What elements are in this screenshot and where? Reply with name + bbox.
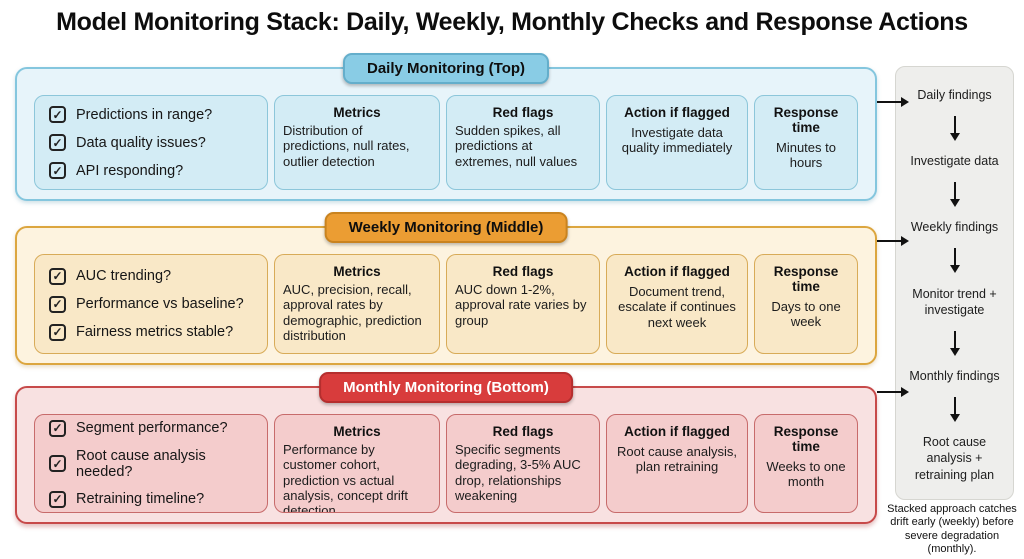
box-body: Performance by customer cohort, predicti… (283, 442, 409, 513)
checkbox-checked-icon: ✓ (49, 267, 66, 285)
daily-response-box: Response time Minutes to hours (754, 95, 858, 190)
checklist-item-label: Segment performance? (76, 420, 228, 436)
checkbox-checked-icon: ✓ (49, 490, 66, 508)
box-title: Red flags (492, 105, 554, 120)
band-weekly: Weekly Monitoring (Middle) ✓ AUC trendin… (15, 212, 877, 365)
weekly-metrics-box: Metrics AUC, precision, recall, approval… (274, 254, 440, 354)
box-title: Red flags (492, 424, 554, 439)
weekly-action-box: Action if flagged Document trend, escala… (606, 254, 748, 354)
checkbox-checked-icon: ✓ (49, 106, 66, 123)
flow-step-root-cause: Root cause analysis + retraining plan (914, 435, 995, 482)
box-body: Investigate data quality immediately (621, 125, 733, 156)
checklist-item: ✓ Retraining timeline? (49, 490, 259, 508)
monthly-action-box: Action if flagged Root cause analysis, p… (606, 414, 748, 513)
daily-checklist: ✓ Predictions in range? ✓ Data quality i… (34, 95, 268, 190)
checklist-item: ✓ AUC trending? (49, 267, 259, 285)
monthly-connector-arrow-icon (877, 387, 909, 397)
band-daily-header: Daily Monitoring (Top) (342, 53, 550, 84)
box-title: Metrics (333, 105, 381, 120)
weekly-connector-arrow-icon (877, 236, 909, 246)
checkbox-checked-icon: ✓ (49, 323, 66, 341)
weekly-redflags-box: Red flags AUC down 1-2%, approval rate v… (446, 254, 600, 354)
down-arrow-icon (949, 330, 960, 356)
box-title: Response time (773, 105, 839, 135)
band-daily: Daily Monitoring (Top) ✓ Predictions in … (15, 53, 877, 201)
checklist-item-label: Predictions in range? (76, 106, 213, 123)
checklist-item: ✓ Predictions in range? (49, 106, 259, 123)
down-arrow-icon (949, 115, 960, 141)
checklist-item: ✓ Performance vs baseline? (49, 295, 259, 313)
daily-redflags-box: Red flags Sudden spikes, all predictions… (446, 95, 600, 190)
checkbox-checked-icon: ✓ (49, 455, 66, 472)
box-title: Red flags (492, 264, 554, 279)
box-body: Distribution of predictions, null rates,… (283, 123, 410, 169)
monthly-metrics-box: Metrics Performance by customer cohort, … (274, 414, 440, 513)
weekly-checklist: ✓ AUC trending? ✓ Performance vs baselin… (34, 254, 268, 354)
daily-connector-arrow-icon (877, 97, 909, 107)
checklist-item-label: API responding? (76, 162, 184, 179)
box-title: Action if flagged (624, 264, 730, 279)
daily-action-box: Action if flagged Investigate data quali… (606, 95, 748, 190)
monthly-response-box: Response time Weeks to one month (754, 414, 858, 513)
box-body: Minutes to hours (776, 140, 836, 171)
box-title: Response time (773, 264, 839, 294)
band-monthly: Monthly Monitoring (Bottom) ✓ Segment pe… (15, 372, 877, 524)
band-weekly-header: Weekly Monitoring (Middle) (324, 212, 568, 243)
checklist-item: ✓ Data quality issues? (49, 134, 259, 151)
checklist-item-label: Fairness metrics stable? (76, 324, 234, 340)
monthly-checklist: ✓ Segment performance? ✓ Root cause anal… (34, 414, 268, 513)
checklist-item-label: Retraining timeline? (76, 491, 205, 507)
box-body: AUC down 1-2%, approval rate varies by g… (455, 282, 587, 328)
box-title: Action if flagged (624, 105, 730, 120)
down-arrow-icon (949, 248, 960, 274)
checklist-item-label: Data quality issues? (76, 134, 206, 151)
weekly-response-box: Response time Days to one week (754, 254, 858, 354)
checklist-item: ✓ API responding? (49, 162, 259, 179)
band-monthly-row: ✓ Segment performance? ✓ Root cause anal… (34, 414, 858, 513)
flow-step-investigate-data: Investigate data (910, 154, 999, 169)
box-title: Metrics (333, 264, 381, 279)
box-title: Action if flagged (624, 424, 730, 439)
checkbox-checked-icon: ✓ (49, 162, 66, 179)
down-arrow-icon (949, 181, 960, 207)
flow-caption: Stacked approach catches drift early (we… (887, 503, 1017, 556)
box-body: AUC, precision, recall, approval rates b… (283, 282, 422, 343)
band-weekly-row: ✓ AUC trending? ✓ Performance vs baselin… (34, 254, 858, 354)
down-arrow-icon (949, 396, 960, 422)
flow-step-weekly-findings: Weekly findings (910, 220, 999, 235)
checklist-item: ✓ Root cause analysis needed? (49, 448, 259, 480)
box-body: Root cause analysis, plan retraining (617, 444, 737, 475)
checklist-item: ✓ Fairness metrics stable? (49, 323, 259, 341)
box-body: Days to one week (771, 299, 841, 330)
box-body: Document trend, escalate if continues ne… (618, 284, 736, 330)
flow-step-monitor-trend: Monitor trend + investigate (912, 286, 997, 317)
box-body: Sudden spikes, all predictions at extrem… (455, 123, 578, 169)
box-title: Metrics (333, 424, 381, 439)
flow-step-daily-findings: Daily findings (917, 88, 992, 102)
daily-metrics-box: Metrics Distribution of predictions, nul… (274, 95, 440, 190)
response-flow-panel: Daily findings Investigate data Weekly f… (895, 66, 1014, 500)
box-body: Weeks to one month (766, 459, 846, 490)
monthly-redflags-box: Red flags Specific segments degrading, 3… (446, 414, 600, 513)
checkbox-checked-icon: ✓ (49, 134, 66, 151)
checkbox-checked-icon: ✓ (49, 419, 66, 437)
box-title: Response time (773, 424, 839, 454)
checklist-item-label: Performance vs baseline? (76, 296, 244, 312)
band-daily-row: ✓ Predictions in range? ✓ Data quality i… (34, 95, 858, 190)
page-title: Model Monitoring Stack: Daily, Weekly, M… (56, 8, 968, 36)
checklist-item-label: AUC trending? (76, 268, 172, 284)
checklist-item: ✓ Segment performance? (49, 419, 259, 437)
checkbox-checked-icon: ✓ (49, 295, 66, 313)
band-monthly-header: Monthly Monitoring (Bottom) (319, 372, 573, 403)
checklist-item-label: Root cause analysis needed? (76, 447, 206, 480)
box-body: Specific segments degrading, 3-5% AUC dr… (455, 442, 581, 503)
flow-step-monthly-findings: Monthly findings (909, 369, 1000, 383)
